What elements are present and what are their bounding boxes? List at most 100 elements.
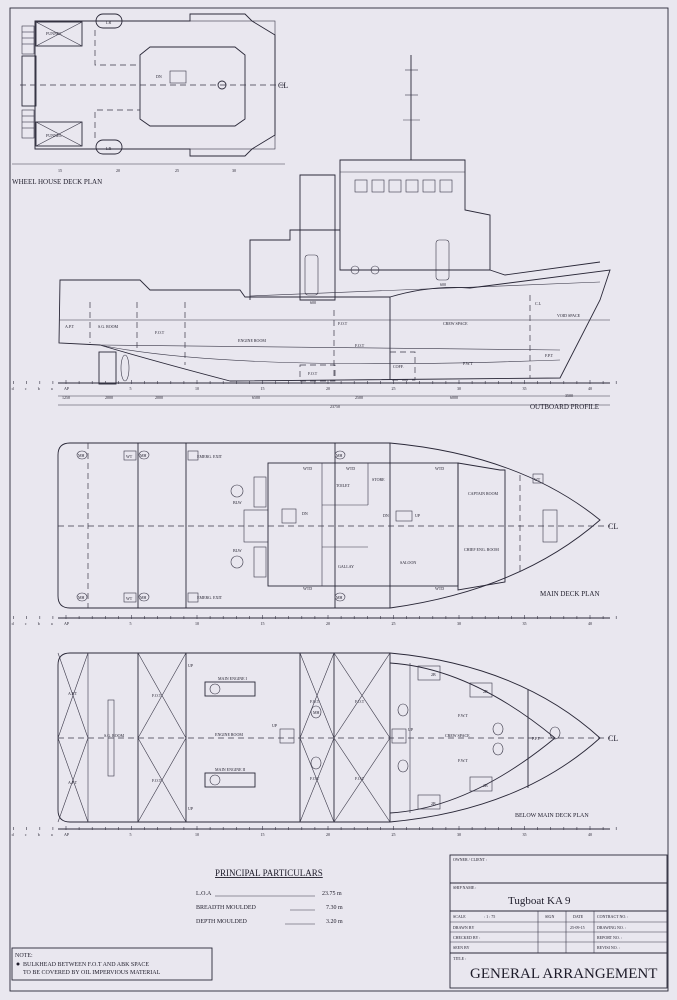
frame-number: b bbox=[38, 832, 40, 837]
principal-particulars: PRINCIPAL PARTICULARS L.O.A 23.75 m BREA… bbox=[196, 868, 343, 925]
engine-room-label: ENGINE ROOM bbox=[215, 732, 243, 737]
compartment-label: F.O.T bbox=[152, 693, 162, 698]
frame-number: 10 bbox=[195, 621, 199, 626]
frame-number: 15 bbox=[261, 386, 265, 391]
dimension-label: 6000 bbox=[450, 395, 458, 400]
note-heading: NOTE: bbox=[15, 953, 33, 959]
compartment-label: F.P.T bbox=[545, 353, 554, 358]
compartment-label: F.W.T bbox=[458, 713, 468, 718]
manhole-icon bbox=[549, 726, 561, 740]
anchor-winch bbox=[542, 509, 558, 543]
frame-number: b bbox=[38, 386, 40, 391]
dimension-label: 2000 bbox=[105, 395, 113, 400]
funnel-starboard bbox=[35, 121, 83, 147]
note-line: TO BE COVERED BY OIL IMPERVIOUS MATERIAL bbox=[23, 970, 161, 976]
funnel-label: FUNNEL bbox=[46, 133, 62, 138]
mh-label: MH bbox=[78, 453, 85, 458]
frame-number: 35 bbox=[523, 832, 527, 837]
liferaft-icon bbox=[95, 13, 123, 29]
captain-room bbox=[457, 462, 506, 591]
compartment-label: C.L bbox=[535, 301, 542, 306]
frame-number: 35 bbox=[523, 386, 527, 391]
wheelhouse-deck-plan: FUNNEL FUNNEL LR LR DN CL 15 20 25 30 WH… bbox=[12, 13, 288, 186]
frame-number: c bbox=[25, 621, 27, 626]
main-deck-plan-title: MAIN DECK PLAN bbox=[540, 590, 600, 598]
dimension-label: 1250 bbox=[62, 395, 70, 400]
frame-number: 5 bbox=[130, 621, 132, 626]
compartment-label: F.P.T bbox=[532, 736, 541, 741]
contract-label: CONTRACT NO. : bbox=[597, 914, 628, 919]
revisi-no-label: REVISI NO. : bbox=[597, 945, 620, 950]
below-main-deck-plan: MH A.P.T A.P.T S.G. ROOM F.O.T F.O.T F.O… bbox=[12, 652, 618, 837]
ladder-icon bbox=[391, 728, 407, 744]
dimension-label: 2500 bbox=[355, 395, 363, 400]
wt-label: WT bbox=[534, 477, 541, 482]
up-label: UP bbox=[415, 513, 421, 518]
emergency-exit-labels: EMERG. EXIT EMERG. EXIT bbox=[197, 454, 223, 600]
dn-label: DN bbox=[302, 511, 308, 516]
frame-number: 20 bbox=[326, 621, 330, 626]
ship-name-value: Tugboat KA 9 bbox=[508, 895, 571, 907]
compartment-label: F.W.T bbox=[463, 361, 473, 366]
mh-label: MH bbox=[336, 595, 343, 600]
window bbox=[371, 179, 385, 193]
bunk-icon bbox=[417, 794, 441, 810]
engine-icon bbox=[204, 681, 256, 697]
towing-hook bbox=[243, 509, 269, 543]
frame-number: 40 bbox=[588, 832, 592, 837]
wt-label: WT bbox=[126, 596, 133, 601]
wheelhouse-outline bbox=[34, 13, 276, 157]
breadth-label: BREADTH MOULDED bbox=[196, 905, 256, 911]
overall-length-label: 23750 bbox=[330, 404, 340, 409]
compartment-label: F.O.T bbox=[310, 776, 320, 781]
compartment-label: VOID SPACE bbox=[557, 313, 581, 318]
window bbox=[422, 179, 436, 193]
bunk-icon bbox=[469, 776, 493, 792]
ladder-icon bbox=[279, 728, 295, 744]
scale-label: SCALE bbox=[453, 914, 466, 919]
manhole-icon bbox=[397, 759, 409, 773]
manhole-icon bbox=[492, 742, 504, 756]
frame-number: 20 bbox=[326, 832, 330, 837]
compartment-label: A.P.T bbox=[68, 691, 78, 696]
porthole bbox=[350, 265, 360, 275]
dimension-label: 3500 bbox=[565, 393, 573, 398]
compartment-label: F.O.T bbox=[155, 330, 165, 335]
drawing-no-label: DRAWING NO. : bbox=[597, 925, 626, 930]
below-deck-plan-title: BELOW MAIN DECK PLAN bbox=[515, 813, 589, 819]
emerg-exit-label: EMERG. EXIT bbox=[197, 595, 223, 600]
frame-number: 40 bbox=[588, 386, 592, 391]
wt-hatch-icon bbox=[187, 592, 199, 603]
frame-number: 25 bbox=[175, 168, 179, 173]
liferaft-label: LR bbox=[106, 146, 111, 151]
steering-gear bbox=[107, 699, 115, 777]
dimension-label: 6500 bbox=[252, 395, 260, 400]
compartment-label: CREW SPACE bbox=[443, 321, 468, 326]
blw-label: BLW bbox=[233, 500, 242, 505]
door-size-label: 600 bbox=[310, 300, 316, 305]
compartment-label: F.W.T bbox=[458, 758, 468, 763]
gallay-label: GALLAY bbox=[338, 564, 354, 569]
engine-icon bbox=[204, 772, 256, 788]
dn-label: DN bbox=[383, 513, 389, 518]
report-no-label: REPORT NO. : bbox=[597, 935, 622, 940]
window bbox=[354, 179, 368, 193]
rudder bbox=[98, 351, 117, 385]
blw-label: BLW bbox=[233, 548, 242, 553]
breadth-value: 7.30 m bbox=[326, 905, 343, 911]
compartment-label: S.G. ROOM bbox=[98, 324, 119, 329]
frame-number: c bbox=[25, 386, 27, 391]
compartment-label: F.O.T bbox=[355, 776, 365, 781]
frame-number: 30 bbox=[232, 168, 236, 173]
manhole-icon bbox=[334, 592, 346, 602]
frame-number: 25 bbox=[392, 386, 396, 391]
bunk-icon bbox=[469, 682, 493, 698]
ladder-icon bbox=[253, 546, 267, 578]
funnel bbox=[299, 174, 336, 301]
date-label: DATE bbox=[573, 914, 584, 919]
compartment-label: F.O.T bbox=[355, 343, 365, 348]
door-size-label: 600 bbox=[440, 282, 446, 287]
frame-number: b bbox=[38, 621, 40, 626]
emerg-exit-label: EMERG. EXIT bbox=[197, 454, 223, 459]
frame-number: 15 bbox=[261, 621, 265, 626]
